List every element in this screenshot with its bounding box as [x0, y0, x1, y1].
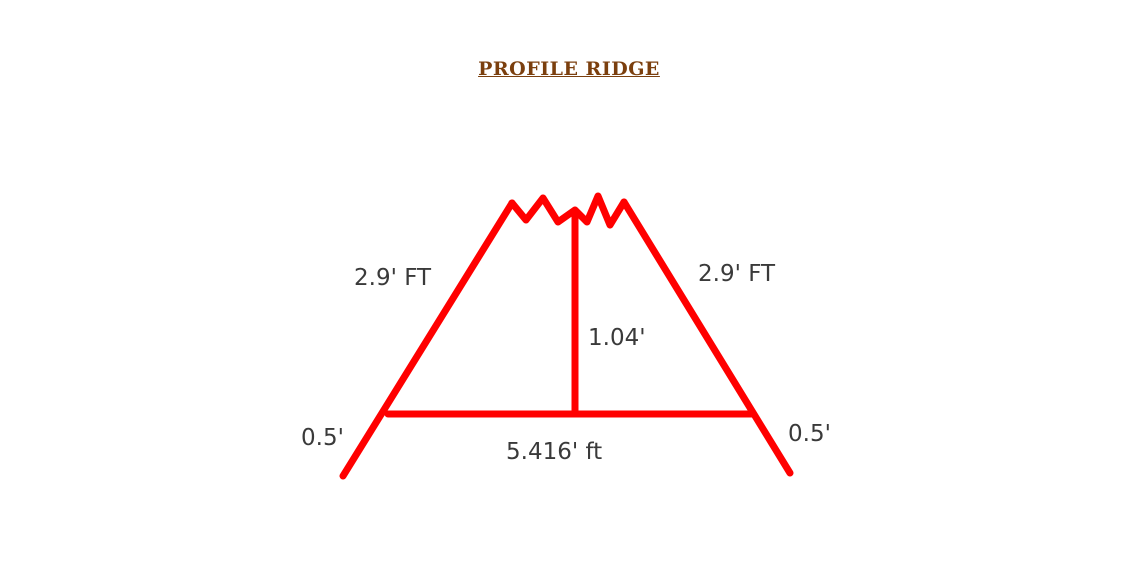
left-extension-label: 0.5': [301, 425, 344, 451]
left-slope-label: 2.9' FT: [354, 265, 432, 291]
ridge-lines: [339, 192, 794, 480]
ridge-cap-zigzag: [508, 192, 628, 229]
base-label: 5.416' ft: [506, 439, 602, 465]
right-slope-label: 2.9' FT: [698, 261, 776, 287]
diagram-title: PROFILE RIDGE: [478, 58, 660, 80]
right-extension-label: 0.5': [788, 421, 831, 447]
right-slope-line: [620, 198, 794, 477]
height-label: 1.04': [588, 325, 646, 351]
left-slope-line: [339, 199, 516, 480]
